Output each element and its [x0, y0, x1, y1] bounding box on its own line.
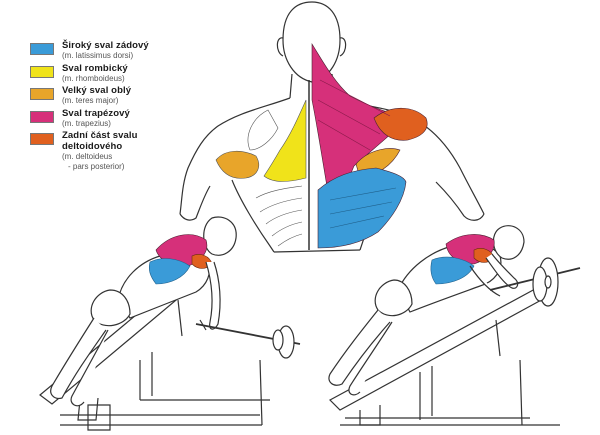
legend-item-latissimus: Široký sval zádový (m. latissimus dorsi) [30, 40, 180, 61]
legend-latin: (m. latissimus dorsi) [62, 51, 134, 60]
legend-latin: (m. deltoideus [62, 152, 113, 161]
legend-item-rhomboid: Sval rombický (m. rhomboideus) [30, 63, 180, 84]
right-figure [328, 225, 581, 426]
muscle-legend: Široký sval zádový (m. latissimus dorsi)… [30, 40, 180, 173]
left-figure [39, 216, 301, 431]
legend-latin: (m. trapezius) [62, 118, 111, 128]
legend-name: Zadní část svalu deltoidového [62, 130, 138, 152]
legend-latin: (m. rhomboideus) [62, 73, 125, 83]
legend-item-trapezius: Sval trapézový (m. trapezius) [30, 108, 180, 129]
left-barbell [195, 319, 301, 359]
right-bench [329, 281, 560, 426]
swatch-orange [30, 88, 54, 100]
legend-item-deltoid: Zadní část svalu deltoidového (m. deltoi… [30, 130, 180, 171]
legend-name: Široký sval zádový [62, 40, 149, 51]
legend-latin-continued: - pars posterior) [68, 161, 125, 171]
right-barbell [489, 257, 581, 307]
legend-latin: (m. teres major) [62, 96, 119, 105]
legend-name: Velký sval oblý [62, 85, 132, 96]
legend-name: Sval trapézový [62, 107, 130, 119]
swatch-magenta [30, 110, 54, 123]
swatch-blue [30, 43, 54, 55]
legend-item-teres-major: Velký sval oblý (m. teres major) [30, 85, 180, 106]
left-back-muscles [215, 99, 307, 247]
swatch-yellow [30, 65, 54, 78]
swatch-dark-orange [30, 133, 54, 145]
right-back-muscles [311, 42, 428, 249]
legend-name: Sval rombický [62, 62, 128, 74]
